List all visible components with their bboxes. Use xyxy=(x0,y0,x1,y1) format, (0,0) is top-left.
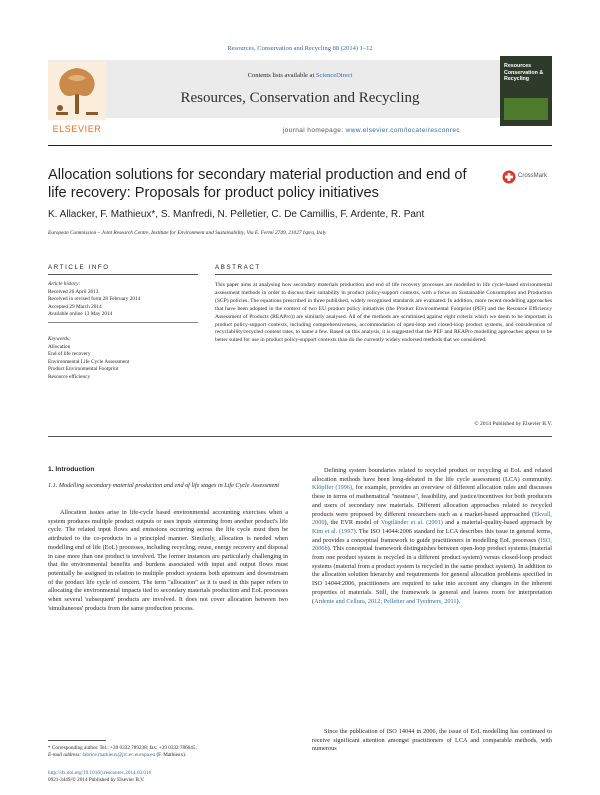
citation-link[interactable]: ISO, 2006b xyxy=(312,536,552,553)
body-paragraph: Allocation issues arise in life-cycle ba… xyxy=(48,509,288,612)
contents-prefix: Contents lists available at xyxy=(247,72,316,79)
abstract-bottom-rule xyxy=(48,436,552,437)
issn-line: 0921-3449/© 2014 Published by Elsevier B… xyxy=(48,777,145,783)
abstract-copyright: © 2014 Published by Elsevier B.V. xyxy=(474,421,552,427)
corresponding-author-note: * Corresponding author. Tel.: +39 0332 7… xyxy=(48,745,288,759)
elsevier-tree-logo xyxy=(48,62,106,120)
masthead-rule xyxy=(48,145,552,146)
contents-line: Contents lists available at ScienceDirec… xyxy=(150,72,450,79)
text-run: ). xyxy=(456,597,461,605)
journal-homepage: journal homepage: www.elsevier.com/locat… xyxy=(160,127,460,134)
footnote-rule xyxy=(48,740,106,741)
section-heading: 1. Introduction xyxy=(48,466,95,473)
crossmark-label: CrossMark xyxy=(518,173,548,179)
crossmark-icon xyxy=(502,170,516,184)
elsevier-wordmark: ELSEVIER xyxy=(52,124,102,134)
keyword-item: Product Environmental Footprint xyxy=(48,366,119,372)
history-received: Received 26 April 2013 xyxy=(48,288,99,295)
keyword-item: Resource efficiency xyxy=(48,373,91,380)
history-accepted: Accepted 29 March 2014 xyxy=(48,303,102,310)
keyword-item: Environmental Life Cycle Assessment xyxy=(48,358,130,365)
article-history: Article history: Received 26 April 2013 … xyxy=(48,281,198,319)
running-head[interactable]: Resources, Conservation and Recycling 88… xyxy=(227,45,373,52)
keyword-item: Allocation xyxy=(48,343,71,350)
cover-image xyxy=(504,98,548,120)
sciencedirect-link[interactable]: ScienceDirect xyxy=(315,72,353,79)
history-online: Available online 13 May 2014 xyxy=(48,311,113,317)
journal-title: Resources, Conservation and Recycling xyxy=(180,90,420,106)
abstract-rule xyxy=(215,274,552,275)
citation-link[interactable]: Vogtländer et al. (2001) xyxy=(381,519,443,527)
body-paragraph: Since the publication of ISO 14044 in 20… xyxy=(312,728,552,753)
doi-link[interactable]: http://dx.doi.org/10.1016/j.resconrec.20… xyxy=(48,770,152,776)
affiliation: European Commission – Joint Research Cen… xyxy=(48,230,327,236)
text-run: ). This conceptual framework distinguish… xyxy=(312,545,552,605)
body-paragraph: Defining system boundaries related to re… xyxy=(312,467,552,606)
text-run: , for example, provides an overview of d… xyxy=(312,484,552,518)
email-link[interactable]: fabrice.mathieux@jrc.ec.europa.eu xyxy=(82,752,156,758)
masthead-band xyxy=(48,60,552,118)
author-list: K. Allacker, F. Mathieux*, S. Manfredi, … xyxy=(48,209,425,220)
history-rule xyxy=(48,322,198,323)
article-info-label: ARTICLE INFO xyxy=(48,264,110,271)
email-label: E-mail address: xyxy=(48,752,83,758)
cover-title: Resources Conservation & Recycling xyxy=(504,63,544,82)
citation-link[interactable]: Kim et al. (1997) xyxy=(312,527,356,535)
history-revised: Received in revised form 28 February 201… xyxy=(48,296,141,302)
text-run: and a material-quality-based approach by xyxy=(442,519,552,527)
abstract-text: This paper aims at analysing how seconda… xyxy=(215,282,552,344)
doi-block: http://dx.doi.org/10.1016/j.resconrec.20… xyxy=(48,770,288,784)
homepage-link[interactable]: www.elsevier.com/locate/resconrec xyxy=(345,127,460,134)
citation-link[interactable]: Klöpffer (1996) xyxy=(312,484,353,492)
crossmark-badge[interactable]: CrossMark xyxy=(502,170,552,184)
abstract-label: ABSTRACT xyxy=(215,264,261,271)
text-run: ), the EVR model of xyxy=(324,519,382,527)
corresponding-line: * Corresponding author. Tel.: +39 0332 7… xyxy=(48,745,197,751)
keywords-heading: Keywords: xyxy=(48,336,71,342)
article-title: Allocation solutions for secondary mater… xyxy=(48,167,467,201)
subsection-heading: 1.1. Modelling secondary material produc… xyxy=(48,482,280,489)
homepage-prefix: journal homepage: xyxy=(282,127,346,134)
article-info-rule xyxy=(48,274,198,275)
text-run: . The ISO 14044:2006 standard for LCA de… xyxy=(312,527,553,544)
keyword-item: End of life recovery xyxy=(48,351,91,357)
journal-cover[interactable]: Resources Conservation & Recycling xyxy=(500,56,552,126)
keywords: Keywords: Allocation End of life recover… xyxy=(48,336,198,381)
email-line: E-mail address: fabrice.mathieux@jrc.ec.… xyxy=(48,752,288,759)
citation-link[interactable]: Ardente and Cellura, 2012; Pelletier and… xyxy=(314,597,457,605)
text-run: Defining system boundaries related to re… xyxy=(312,467,552,483)
email-suffix: (F. Mathieux). xyxy=(155,752,187,758)
citation-link[interactable]: Ekvall, 2000 xyxy=(312,510,552,527)
history-heading: Article history: xyxy=(48,281,81,287)
